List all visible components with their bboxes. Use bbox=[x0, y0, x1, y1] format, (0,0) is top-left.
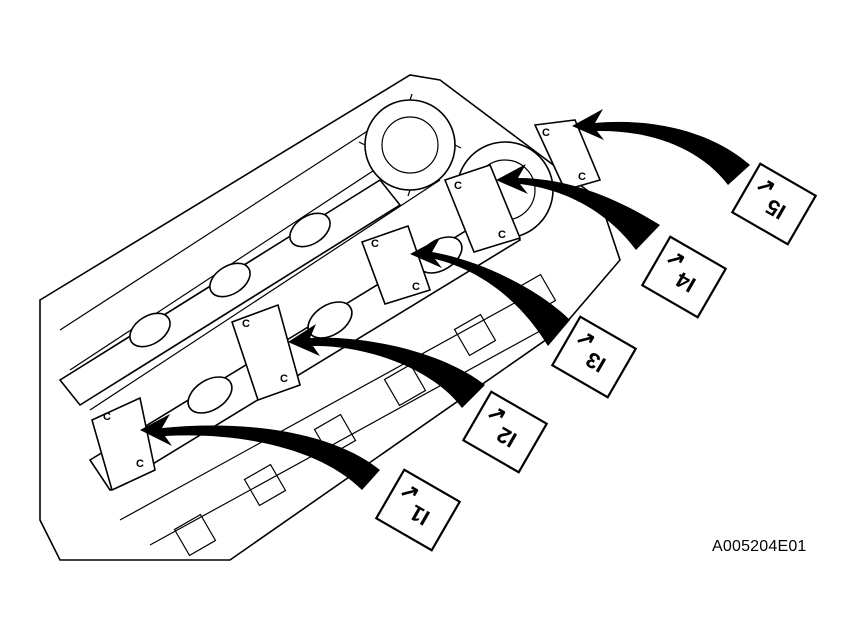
label-i5: I5 ↙ bbox=[730, 162, 818, 246]
cap-mark: C bbox=[136, 458, 144, 470]
cap-mark: C bbox=[578, 171, 586, 183]
bearing-cap-i4: C C bbox=[443, 164, 522, 253]
exhaust-camshaft bbox=[58, 178, 402, 407]
bearing-cap-i1: C C bbox=[91, 396, 156, 492]
camshaft-gears bbox=[358, 93, 554, 239]
label-i3: I3 ↙ bbox=[550, 315, 638, 399]
cap-mark: C bbox=[242, 318, 250, 330]
cap-mark: C bbox=[542, 127, 550, 139]
arrow-i2 bbox=[288, 324, 485, 408]
label-i4: I4 ↙ bbox=[640, 235, 728, 319]
cap-mark: C bbox=[280, 373, 288, 385]
bearing-cap-i2: C C bbox=[230, 303, 301, 402]
cap-mark: C bbox=[498, 229, 506, 241]
label-i1: I1 ↙ bbox=[374, 468, 462, 552]
cap-mark: C bbox=[412, 281, 420, 293]
cap-mark: C bbox=[454, 180, 462, 192]
arrow-i3 bbox=[410, 238, 570, 346]
arrow-i1 bbox=[140, 414, 380, 490]
figure-reference-code: A005204E01 bbox=[712, 538, 807, 555]
pointer-arrows bbox=[140, 109, 750, 490]
label-i2: I2 ↙ bbox=[461, 390, 549, 474]
bearing-cap-i3: C C bbox=[360, 224, 432, 305]
arrow-i5 bbox=[572, 109, 750, 185]
bearing-cap-i5: C C bbox=[533, 119, 602, 191]
arrow-i4 bbox=[496, 164, 660, 250]
cap-mark: C bbox=[371, 238, 379, 250]
cap-mark: C bbox=[103, 411, 111, 423]
